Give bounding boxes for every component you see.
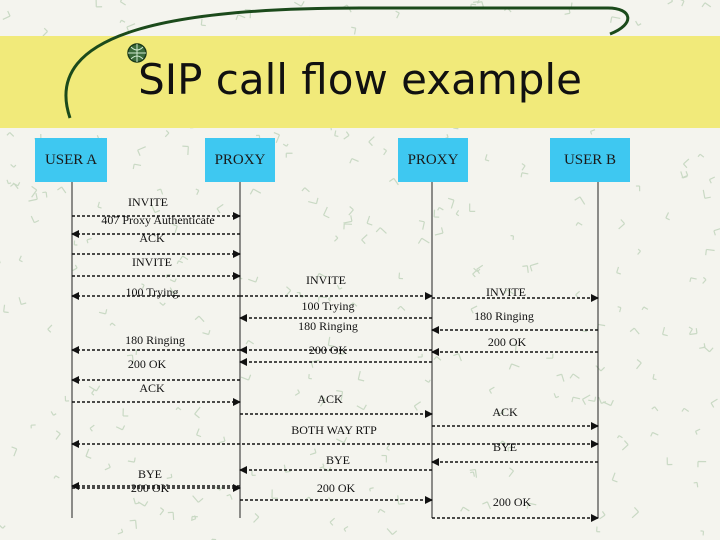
message-label: 180 Ringing (125, 333, 185, 347)
message-label: 200 OK (127, 357, 167, 371)
message-label: INVITE (486, 285, 526, 299)
message-label: 200 OK (316, 481, 356, 495)
actor-user-b: USER B (550, 138, 630, 182)
title-band (0, 36, 720, 128)
message-label: ACK (139, 231, 165, 245)
message-label: 200 OK (130, 481, 170, 495)
message-label: INVITE (132, 255, 172, 269)
message-label: 100 Trying (301, 299, 355, 313)
message-label: 200 OK (308, 343, 348, 357)
message-label: ACK (317, 392, 343, 406)
message-label: BYE (138, 467, 162, 481)
message-label: 200 OK (487, 335, 527, 349)
slide-title: SIP call flow example (138, 55, 582, 104)
title-curve-decoration (64, 6, 630, 119)
message-label: ACK (492, 405, 518, 419)
message-label: 407 Proxy Authenticate (101, 213, 215, 227)
actor-proxy-1: PROXY (205, 138, 275, 182)
message-label: ACK (139, 381, 165, 395)
actor-proxy-2: PROXY (398, 138, 468, 182)
message-label: BOTH WAY RTP (291, 423, 377, 437)
message-label: BYE (326, 453, 350, 467)
message-label: BYE (493, 440, 517, 454)
message-label: 100 Trying (125, 285, 179, 299)
message-label: INVITE (306, 273, 346, 287)
actor-user-a: USER A (35, 138, 107, 182)
message-label: 180 Ringing (474, 309, 534, 323)
message-label: 200 OK (492, 495, 532, 509)
globe-logo-icon (127, 43, 147, 63)
message-label: 180 Ringing (298, 319, 358, 333)
message-label: INVITE (128, 195, 168, 209)
